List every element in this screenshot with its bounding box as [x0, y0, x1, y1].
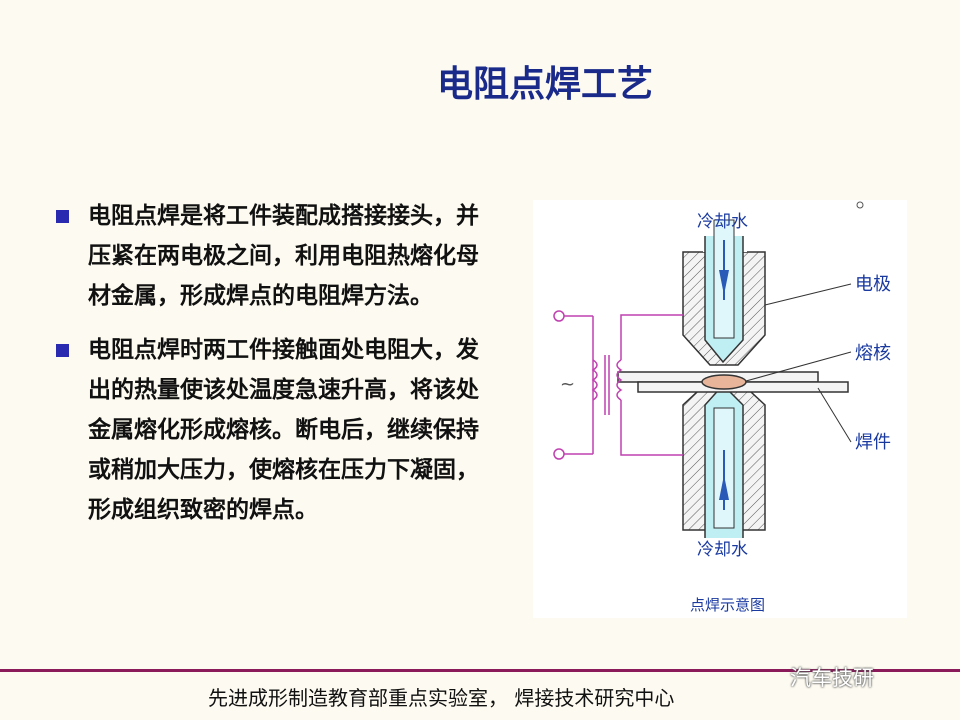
spot-welding-schematic: ~ 冷却水 冷却水 电极 熔核 焊件 点焊示意图	[553, 201, 891, 614]
spot-welding-diagram: ~ 冷却水 冷却水 电极 熔核 焊件 点焊示意图	[533, 200, 907, 618]
footer-text: 先进成形制造教育部重点实验室， 焊接技术研究中心	[208, 686, 675, 710]
bullet-text: 电阻点焊是将工件装配成搭接接头，并压紧在两电极之间，利用电阻热熔化母材金属，形成…	[88, 202, 479, 309]
bullet-list: 电阻点焊是将工件装配成搭接接头，并压紧在两电极之间，利用电阻热熔化母材金属，形成…	[52, 196, 492, 544]
label-nugget: 熔核	[855, 343, 891, 364]
bullet-item: 电阻点焊时两工件接触面处电阻大，发出的热量使该处温度急速升高，将该处金属熔化形成…	[52, 330, 492, 530]
footer-divider	[0, 669, 960, 672]
lower-electrode	[682, 379, 766, 538]
bullet-item: 电阻点焊是将工件装配成搭接接头，并压紧在两电极之间，利用电阻热熔化母材金属，形成…	[52, 196, 492, 316]
upper-electrode	[682, 219, 766, 366]
ac-symbol: ~	[560, 374, 575, 395]
label-workpiece: 焊件	[855, 432, 891, 453]
label-electrode: 电极	[855, 274, 891, 295]
watermark: 汽车技研	[790, 666, 874, 690]
square-bullet-icon	[56, 210, 69, 223]
label-cooling-water-top: 冷却水	[697, 212, 748, 232]
bullet-text: 电阻点焊时两工件接触面处电阻大，发出的热量使该处温度急速升高，将该处金属熔化形成…	[88, 336, 479, 523]
power-circuit	[553, 310, 683, 460]
workpieces	[617, 371, 849, 393]
label-cooling-water-bottom: 冷却水	[697, 540, 748, 560]
square-bullet-icon	[56, 344, 69, 357]
diagram-caption: 点焊示意图	[690, 596, 765, 614]
corner-circle	[856, 201, 864, 209]
leader-lines	[745, 283, 852, 443]
slide-title: 电阻点焊工艺	[436, 64, 653, 105]
weld-nugget	[701, 374, 747, 390]
